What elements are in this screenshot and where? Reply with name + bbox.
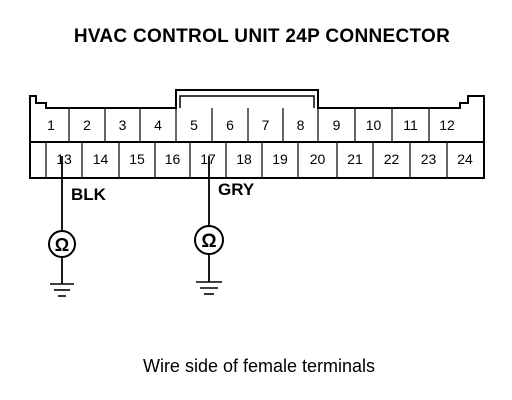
diagram-title: HVAC CONTROL UNIT 24P CONNECTOR [73, 26, 451, 47]
ohmmeter-icon: Ω [55, 235, 69, 255]
diagram-caption: Wire side of female terminals [142, 356, 376, 376]
terminal-3: 3 [119, 117, 127, 133]
connector-housing [29, 89, 485, 179]
terminal-24: 24 [457, 151, 473, 167]
terminal-16: 16 [165, 151, 181, 167]
locking-tab [179, 95, 315, 108]
terminal-12: 12 [439, 117, 455, 133]
terminal-15: 15 [129, 151, 145, 167]
terminal-1: 1 [47, 117, 55, 133]
ground-icon [50, 283, 74, 297]
terminal-2: 2 [83, 117, 91, 133]
terminal-22: 22 [384, 151, 400, 167]
terminal-20: 20 [310, 151, 326, 167]
terminal-9: 9 [333, 117, 341, 133]
terminal-19: 19 [272, 151, 288, 167]
terminal-10: 10 [366, 117, 382, 133]
wire-color-label-blk: BLK [71, 185, 107, 204]
terminal-21: 21 [347, 151, 363, 167]
terminal-8: 8 [297, 117, 305, 133]
terminal-18: 18 [236, 151, 252, 167]
terminal-23: 23 [421, 151, 437, 167]
terminal-7: 7 [262, 117, 270, 133]
wire-color-label-gry: GRY [218, 180, 255, 199]
terminal-11: 11 [403, 117, 418, 133]
probe-gry [194, 156, 224, 282]
ground-icon [196, 281, 222, 295]
terminal-14: 14 [93, 151, 109, 167]
terminal-5: 5 [190, 117, 198, 133]
terminal-6: 6 [226, 117, 234, 133]
terminal-4: 4 [154, 117, 162, 133]
terminal-13: 13 [56, 151, 72, 167]
ohmmeter-icon: Ω [201, 231, 216, 252]
probe-blk [48, 156, 76, 284]
